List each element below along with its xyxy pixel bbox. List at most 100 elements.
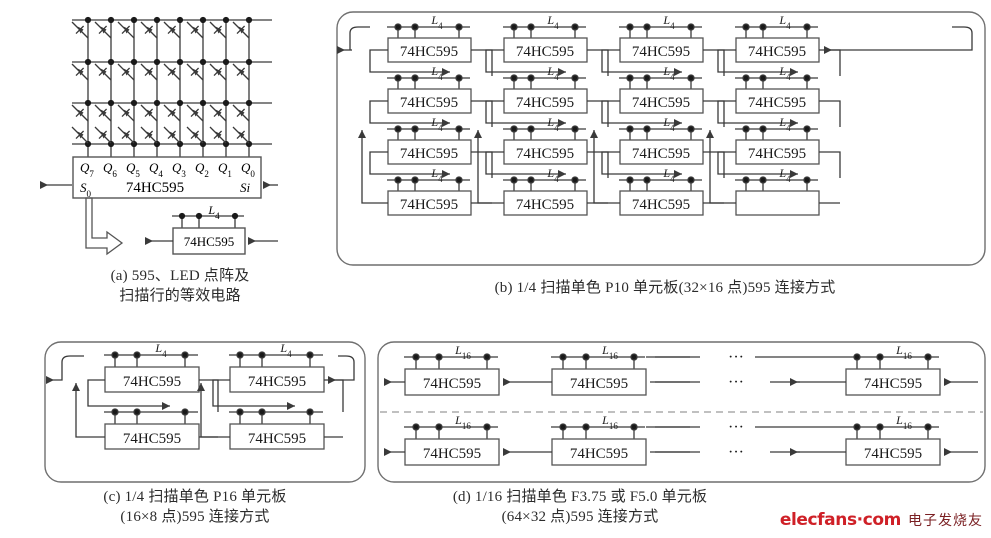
panel-d: 74HC595 74HC595 74HC595 74HC595 74HC595 … <box>377 341 986 483</box>
svg-text:74HC595: 74HC595 <box>123 374 181 390</box>
panel-b-chip-labels: 74HC595 74HC595 74HC595 74HC595 74HC595 … <box>400 44 806 213</box>
chip-a-name: 74HC595 <box>126 180 184 196</box>
chip-b-r4c3 <box>590 130 724 216</box>
svg-text:L4: L4 <box>430 115 443 133</box>
svg-text:74HC595: 74HC595 <box>570 446 628 462</box>
chip-b-r4c2 <box>474 130 608 216</box>
svg-text:74HC595: 74HC595 <box>748 95 806 111</box>
panel-d-chip-labels: 74HC595 74HC595 74HC595 74HC595 74HC595 … <box>423 376 922 462</box>
svg-text:L4: L4 <box>778 13 791 31</box>
svg-text:74HC595: 74HC595 <box>864 446 922 462</box>
chip-a-out-Q1: Q1 <box>218 160 232 179</box>
led-dot-array <box>71 16 253 148</box>
chip-d-r1c2 <box>503 353 690 396</box>
chip-a-serial-in: Si <box>240 180 251 195</box>
chip-b-r1c3 <box>601 23 725 76</box>
svg-text:L4: L4 <box>546 115 559 133</box>
panel-c-chip-grid <box>46 351 355 450</box>
svg-text:74HC595: 74HC595 <box>748 146 806 162</box>
svg-text:L16: L16 <box>895 343 912 361</box>
svg-text:74HC595: 74HC595 <box>632 197 690 213</box>
panel-d-latch-labels: L16 L16 L16 L16 L16 L16 <box>454 343 912 431</box>
caption-panel-d: (d) 1/16 扫描单色 F3.75 或 F5.0 单元板 (64×32 点)… <box>370 487 790 528</box>
svg-text:L4: L4 <box>778 115 791 133</box>
chip-b-r3c3 <box>601 125 725 178</box>
panel-b-board-outline <box>336 11 986 266</box>
svg-text:74HC595: 74HC595 <box>516 197 574 213</box>
chip-b-r3c1 <box>369 125 493 178</box>
svg-text:74HC595: 74HC595 <box>632 146 690 162</box>
svg-text:74HC595: 74HC595 <box>516 44 574 60</box>
caption-a-line2: 扫描行的等效电路 <box>119 288 241 305</box>
svg-text:L4: L4 <box>430 166 443 184</box>
svg-text:74HC595: 74HC595 <box>516 95 574 111</box>
ellipsis-r2-top: ··· <box>728 419 744 436</box>
svg-text:L4: L4 <box>154 341 167 359</box>
svg-text:74HC595: 74HC595 <box>516 146 574 162</box>
svg-text:74HC595: 74HC595 <box>570 376 628 392</box>
chip-a-out-Q5: Q5 <box>126 160 140 179</box>
svg-text:L16: L16 <box>454 343 471 361</box>
chip-a-out-Q3: Q3 <box>172 160 186 179</box>
chip-a-out-Q0: Q0 <box>241 160 255 179</box>
ellipsis-r1-bot: ··· <box>728 374 744 391</box>
panel-b-chip-grid <box>337 23 973 216</box>
svg-text:L4: L4 <box>546 166 559 184</box>
chip-b-r2c2 <box>485 74 609 127</box>
svg-text:L4: L4 <box>662 13 675 31</box>
led-matrix <box>72 19 272 157</box>
panel-a: Q7 Q6 Q5 Q4 Q3 Q2 Q1 Q0 S0 74HC595 Si 74… <box>40 16 278 256</box>
svg-text:74HC595: 74HC595 <box>400 197 458 213</box>
svg-text:L4: L4 <box>430 13 443 31</box>
chip-b-r2c4 <box>717 74 841 127</box>
svg-text:L4: L4 <box>546 64 559 82</box>
svg-text:L16: L16 <box>895 413 912 431</box>
chip-c-r1c1 <box>87 351 219 412</box>
latch-label-a: L4 <box>207 203 220 221</box>
chip-a-row-driver: 74HC595 <box>145 212 278 255</box>
watermark-name: 电子发烧友 <box>908 514 983 529</box>
caption-d-line2: (64×32 点)595 连接方式 <box>501 509 659 526</box>
svg-text:L4: L4 <box>662 166 675 184</box>
svg-text:74HC595: 74HC595 <box>423 376 481 392</box>
caption-panel-c: (c) 1/4 扫描单色 P16 单元板 (16×8 点)595 连接方式 <box>20 487 370 528</box>
caption-c-line2: (16×8 点)595 连接方式 <box>120 509 270 526</box>
chip-b-r3c2 <box>485 125 609 178</box>
chip-d-r2c1 <box>384 423 500 466</box>
svg-text:L4: L4 <box>279 341 292 359</box>
chip-a-serial-out: S0 <box>80 180 92 199</box>
ellipsis-r2-bot: ··· <box>728 444 744 461</box>
hollow-down-arrow <box>85 197 124 256</box>
svg-text:L4: L4 <box>778 64 791 82</box>
chip-b-r4c4 <box>706 130 840 216</box>
svg-text:74HC595: 74HC595 <box>423 446 481 462</box>
panel-c-board-outline <box>44 341 366 483</box>
caption-d-line1: (d) 1/16 扫描单色 F3.75 或 F5.0 单元板 <box>452 489 708 505</box>
svg-text:L4: L4 <box>546 13 559 31</box>
svg-text:L4: L4 <box>778 166 791 184</box>
chip-a-out-Q6: Q6 <box>103 160 117 179</box>
watermark-site: elecfans·com <box>779 510 902 530</box>
panel-b: 74HC595 74HC595 74HC595 74HC595 74HC595 … <box>336 11 986 266</box>
chip-b-r4c1 <box>358 130 492 216</box>
panel-c: 74HC595 74HC595 74HC595 74HC595 L4 L4 <box>44 341 366 483</box>
chip-b-r1c2 <box>485 23 609 76</box>
svg-text:L4: L4 <box>662 64 675 82</box>
svg-text:L4: L4 <box>430 64 443 82</box>
svg-text:74HC595: 74HC595 <box>400 95 458 111</box>
svg-text:74HC595: 74HC595 <box>748 44 806 60</box>
svg-text:L16: L16 <box>454 413 471 431</box>
svg-text:L4: L4 <box>662 115 675 133</box>
svg-text:L16: L16 <box>601 413 618 431</box>
caption-c-line1: (c) 1/4 扫描单色 P16 单元板 <box>103 489 287 505</box>
ellipsis-r1-top: ··· <box>728 349 744 366</box>
svg-text:L16: L16 <box>601 343 618 361</box>
chip-d-r1c1 <box>384 353 500 396</box>
watermark: elecfans·com 电子发烧友 <box>780 510 983 530</box>
svg-text:74HC595: 74HC595 <box>400 146 458 162</box>
panel-d-chip-rows <box>384 353 978 466</box>
chip-b-r2c3 <box>601 74 725 127</box>
svg-text:74HC595: 74HC595 <box>632 44 690 60</box>
